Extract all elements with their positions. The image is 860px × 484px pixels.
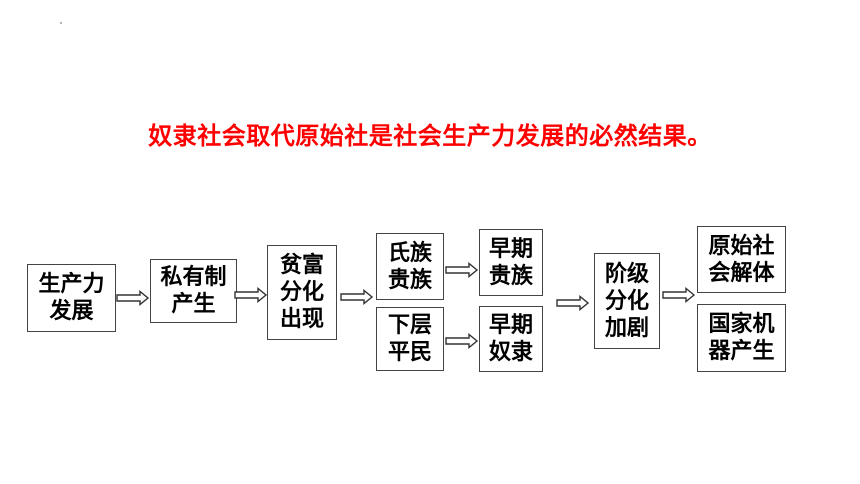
box-line: 原始社 <box>708 233 775 259</box>
double-line-right-arrow-icon <box>445 262 479 278</box>
box-line: 贫富 <box>279 253 324 278</box>
box-state-apparatus: 国家机 器产生 <box>697 304 786 372</box>
box-class-division: 阶级 分化 加剧 <box>594 253 660 349</box>
box-primitive-society-dissolves: 原始社 会解体 <box>697 226 786 293</box>
box-early-nobles: 早期 贵族 <box>479 229 543 296</box>
box-line: 贵族 <box>387 267 432 293</box>
box-line: 早期 <box>488 236 533 262</box>
box-line: 生产力 <box>38 272 105 297</box>
box-line: 器产生 <box>708 339 775 364</box>
box-clan-nobles: 氏族 贵族 <box>376 233 444 300</box>
box-line: 贵族 <box>488 263 533 289</box>
box-line: 氏族 <box>387 240 432 266</box>
box-line: 发展 <box>49 299 94 324</box>
double-line-right-arrow-icon <box>556 295 590 311</box>
box-line: 加剧 <box>604 315 649 341</box>
double-line-right-arrow-icon <box>116 290 150 306</box>
box-private-property: 私有制 产生 <box>150 259 237 323</box>
box-productivity-development: 生产力 发展 <box>27 264 116 332</box>
box-line: 早期 <box>488 313 533 338</box>
box-line: 阶级 <box>604 261 649 287</box>
box-line: 平民 <box>387 340 432 365</box>
box-early-slaves: 早期 奴隶 <box>479 306 543 372</box>
box-line: 分化 <box>279 280 324 305</box>
double-line-right-arrow-icon <box>445 333 479 349</box>
slide-headline: 奴隶社会取代原始社是社会生产力发展的必然结果。 <box>148 122 712 150</box>
box-line: 出现 <box>279 307 324 332</box>
box-line: 产生 <box>171 292 216 317</box>
box-line: 分化 <box>604 288 649 314</box>
box-line: 私有制 <box>160 265 227 290</box>
box-line: 国家机 <box>708 312 775 337</box>
double-line-right-arrow-icon <box>234 287 268 303</box>
box-commoners: 下层 平民 <box>376 307 444 371</box>
box-line: 会解体 <box>708 260 775 286</box>
box-line: 奴隶 <box>488 340 533 365</box>
double-line-right-arrow-icon <box>662 287 696 303</box>
corner-dot <box>60 22 62 24</box>
box-line: 下层 <box>387 313 432 338</box>
box-wealth-gap: 贫富 分化 出现 <box>267 245 337 340</box>
double-line-right-arrow-icon <box>340 289 374 305</box>
